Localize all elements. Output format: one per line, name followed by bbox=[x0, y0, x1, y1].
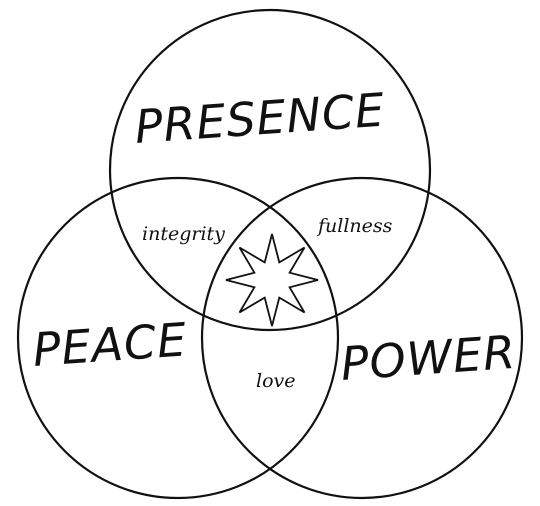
presence-circle bbox=[108, 8, 432, 332]
power-label: POWER bbox=[339, 325, 518, 391]
integrity-label: integrity bbox=[142, 223, 225, 245]
power-circle bbox=[200, 176, 524, 500]
love-label: love bbox=[256, 370, 296, 392]
peace-label: PEACE bbox=[31, 312, 189, 377]
peace-circle bbox=[16, 176, 340, 500]
eight-pointed-star-icon bbox=[225, 233, 319, 327]
fullness-label: fullness bbox=[316, 215, 393, 237]
presence-label: PRESENCE bbox=[133, 83, 387, 154]
